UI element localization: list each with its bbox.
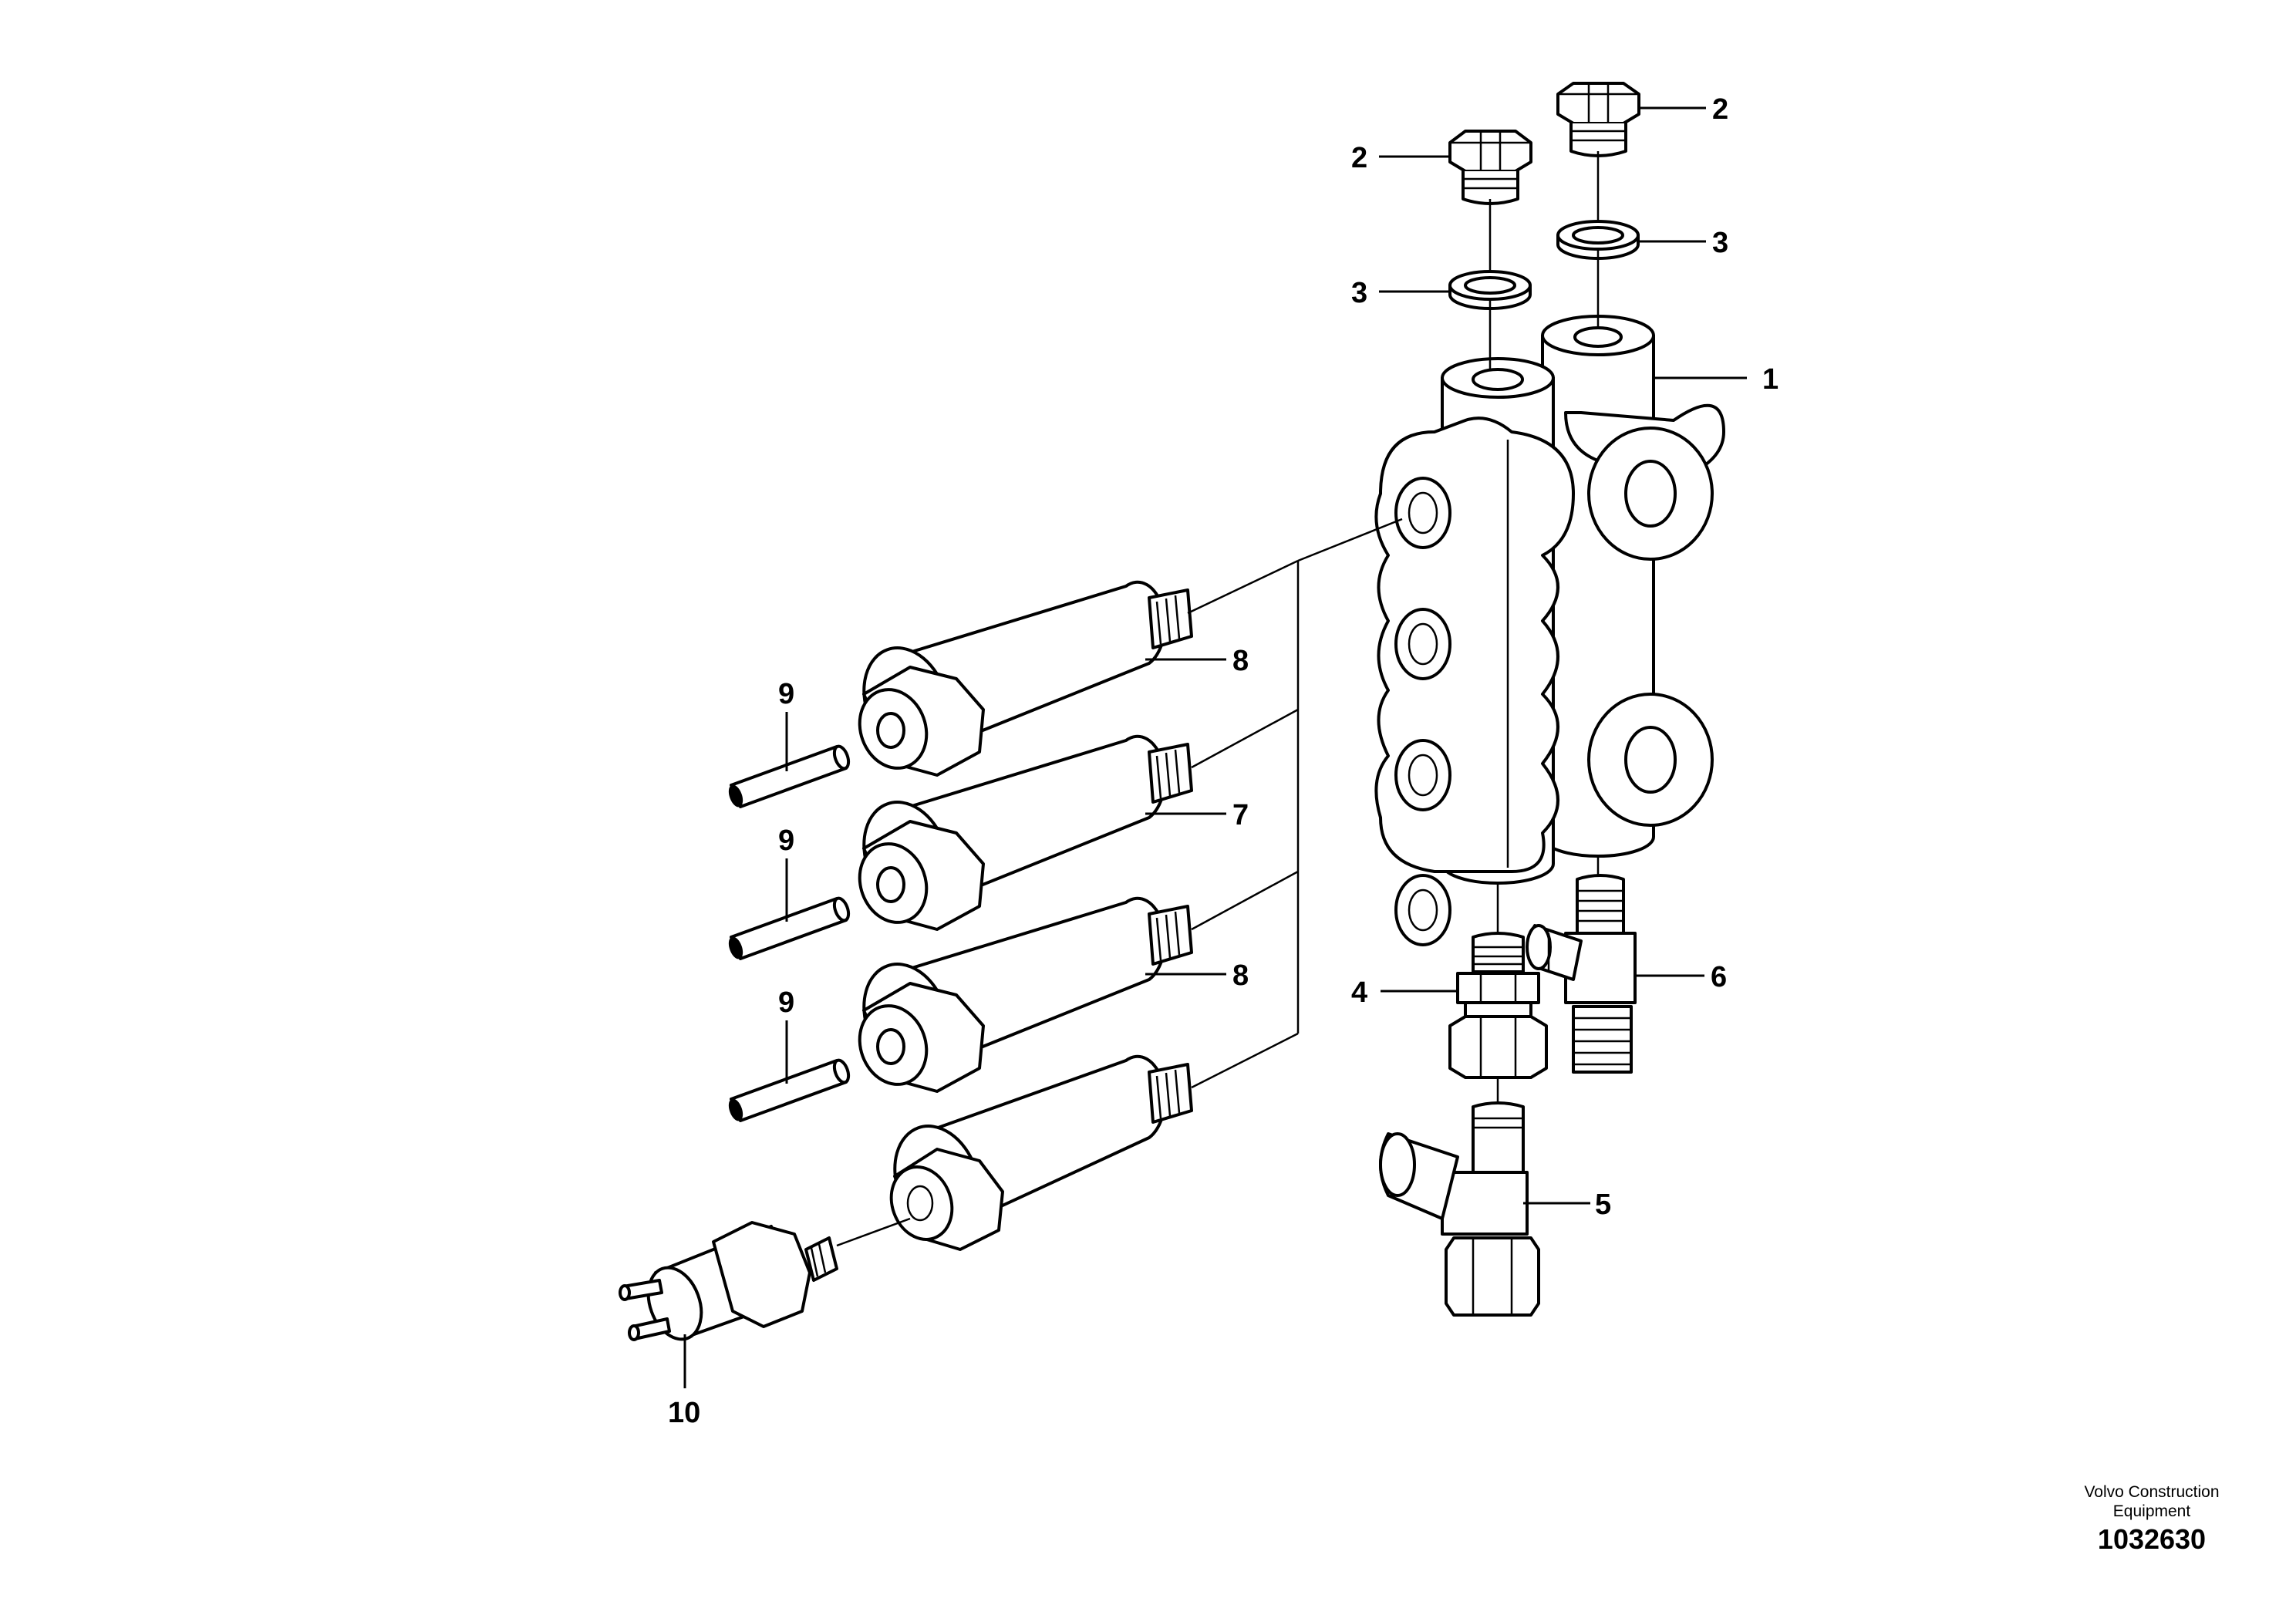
manifold-block xyxy=(1374,315,1725,946)
callout-7: 7 xyxy=(1232,799,1249,831)
callout-2-left: 2 xyxy=(1351,142,1367,174)
adapter-nipple xyxy=(1448,932,1548,1079)
drawing-number: 1032630 xyxy=(2098,1523,2206,1555)
callout-3-left: 3 xyxy=(1351,277,1367,309)
tee-fitting-swivel xyxy=(1379,1101,1540,1317)
connection-lines xyxy=(836,518,1403,1247)
callout-labels: 1 2 2 3 3 4 5 6 7 8 8 9 9 9 10 xyxy=(668,93,1778,1429)
callout-2-right: 2 xyxy=(1712,93,1728,126)
cartridge-8-bottom xyxy=(858,896,1193,1093)
plug-right xyxy=(1556,82,1640,157)
cartridge-7 xyxy=(858,734,1193,931)
cartridge-lower xyxy=(889,1054,1193,1251)
callout-9-top: 9 xyxy=(778,678,794,710)
callout-5: 5 xyxy=(1595,1189,1611,1221)
callout-10: 10 xyxy=(668,1397,700,1429)
cartridge-8-top xyxy=(858,580,1193,777)
tube-9-top xyxy=(728,744,851,808)
callout-9-middle: 9 xyxy=(778,824,794,857)
plug-left xyxy=(1448,130,1532,205)
drawing-footer: Volvo Construction Equipment 1032630 xyxy=(2084,1483,2219,1555)
tube-9-middle xyxy=(728,896,851,960)
callout-8-bottom: 8 xyxy=(1232,959,1249,992)
callout-1: 1 xyxy=(1762,363,1778,396)
seal-ring-right xyxy=(1556,220,1640,260)
brand-line-2: Equipment xyxy=(2113,1502,2191,1520)
callout-3-right: 3 xyxy=(1712,227,1728,259)
elbow-fitting xyxy=(1526,874,1637,1074)
tube-9-bottom xyxy=(728,1058,851,1122)
callout-8-top: 8 xyxy=(1232,645,1249,677)
callout-4: 4 xyxy=(1351,976,1367,1009)
pressure-sensor xyxy=(619,1221,838,1341)
leader-lines xyxy=(683,106,1747,1388)
callout-9-bottom: 9 xyxy=(778,986,794,1019)
brand-line-1: Volvo Construction xyxy=(2084,1483,2219,1501)
callout-6: 6 xyxy=(1711,961,1727,993)
